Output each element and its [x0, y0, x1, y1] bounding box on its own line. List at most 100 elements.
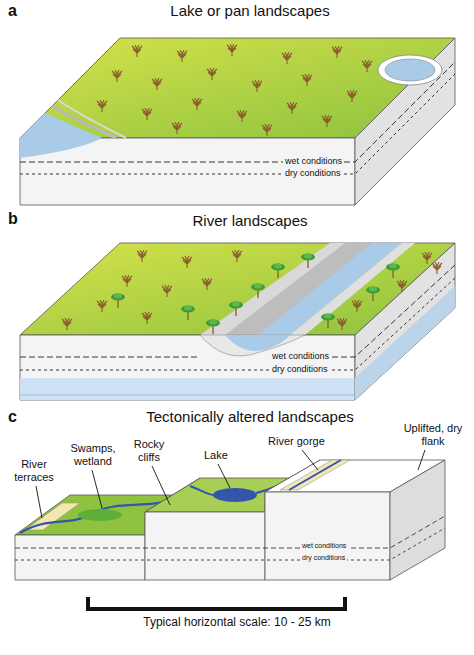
river-block [355, 286, 455, 400]
tree-symbols [112, 70, 122, 82]
water-level-label: wet conditions [270, 351, 331, 361]
tree-symbols [97, 300, 107, 312]
river-block [258, 243, 402, 335]
lake-pan-block [20, 138, 102, 158]
panel-title: Lake or pan landscapes [100, 2, 400, 19]
tree-symbols [422, 252, 432, 264]
tree-symbols [192, 98, 202, 110]
tree-symbols [332, 46, 342, 58]
tree-symbols [302, 74, 312, 86]
scale-label: Typical horizontal scale: 10 - 25 km [37, 616, 437, 630]
tree-symbols [282, 52, 292, 64]
water-level-label: wet conditions [300, 542, 348, 550]
lake-pan-block [20, 74, 455, 174]
tree-symbols [152, 78, 162, 90]
tectonic-block [390, 460, 445, 580]
feature-callout: Uplifted, dry flank [398, 422, 468, 447]
lake-pan-block [58, 100, 126, 138]
river-block [20, 395, 355, 396]
tectonic-block [289, 460, 341, 490]
tectonic-block [15, 516, 445, 548]
river-block [20, 243, 455, 400]
river-block [290, 243, 415, 335]
tree-symbols [432, 262, 442, 274]
tree-symbols [397, 280, 407, 292]
lake-pan-block [385, 59, 435, 81]
tree-symbols [227, 44, 237, 56]
lake-pan-block [378, 55, 442, 85]
feature-callout: River gorge [268, 435, 325, 448]
tree-symbols [111, 294, 125, 309]
water-level-label: dry conditions [270, 364, 330, 374]
tree-symbols [182, 256, 192, 268]
tree-symbols [206, 320, 220, 335]
tree-symbols [252, 80, 262, 92]
tree-symbols [301, 254, 315, 269]
tree-symbols [177, 50, 187, 62]
lake-pan-block [52, 106, 116, 138]
tree-symbols [137, 250, 147, 262]
tree-symbols [271, 264, 285, 279]
tectonic-block [265, 492, 390, 580]
tree-symbols [202, 278, 212, 290]
tree-symbols [132, 45, 142, 57]
tree-symbols [321, 314, 335, 329]
leader-lines [36, 486, 42, 518]
tree-symbols [362, 60, 372, 72]
leader-lines [152, 466, 170, 505]
tectonic-block [15, 460, 445, 580]
leader-lines [218, 464, 230, 488]
tectonic-block [213, 488, 257, 502]
tree-symbols [322, 115, 332, 127]
feature-callout: River terraces [6, 458, 62, 483]
panel-title: Tectonically altered landscapes [90, 408, 410, 425]
river-block [20, 335, 355, 400]
panel-letter: a [8, 2, 17, 20]
leader-lines [92, 470, 102, 508]
tree-symbols [262, 124, 272, 136]
tree-symbols [122, 275, 132, 287]
tree-symbols [229, 302, 243, 317]
tree-symbols [347, 90, 357, 102]
tectonic-block [15, 535, 145, 580]
tree-symbols [62, 250, 442, 334]
tree-symbols [162, 285, 172, 297]
river-block [20, 278, 455, 370]
tree-symbols [232, 250, 242, 262]
lake-pan-block [355, 38, 455, 205]
feature-callout: Lake [204, 449, 228, 462]
lake-pan-block [20, 138, 355, 205]
tree-symbols [142, 108, 152, 120]
tree-symbols [172, 122, 182, 134]
tree-symbols [237, 110, 247, 122]
water-level-label: dry conditions [283, 168, 343, 178]
scale-bar [88, 597, 345, 609]
tree-symbols [142, 312, 152, 324]
tree-symbols [181, 306, 195, 321]
panel-letter: b [8, 210, 18, 228]
water-level-label: wet conditions [283, 156, 344, 166]
tree-symbols [366, 287, 380, 302]
feature-callout: Swamps, wetland [62, 442, 124, 467]
tectonic-block [280, 460, 350, 490]
scale-bar [88, 597, 345, 609]
tectonic-block [145, 512, 265, 580]
tree-symbols [287, 102, 297, 114]
panel-title: River landscapes [100, 212, 400, 229]
river-block [20, 378, 355, 400]
panel-letter: c [8, 408, 17, 426]
water-level-label: dry conditions [300, 554, 347, 562]
tree-symbols [386, 264, 400, 279]
tree-symbols [352, 300, 362, 312]
tree-symbols [207, 68, 217, 80]
lake-pan-block [20, 38, 455, 205]
leader-lines [418, 450, 425, 470]
feature-callout: Rocky cliffs [126, 438, 172, 463]
tectonic-block [78, 509, 122, 521]
tree-symbols [251, 284, 265, 299]
tree-symbols [97, 44, 372, 136]
river-block [20, 265, 455, 357]
tectonic-block [15, 528, 445, 560]
tree-symbols [97, 100, 107, 112]
